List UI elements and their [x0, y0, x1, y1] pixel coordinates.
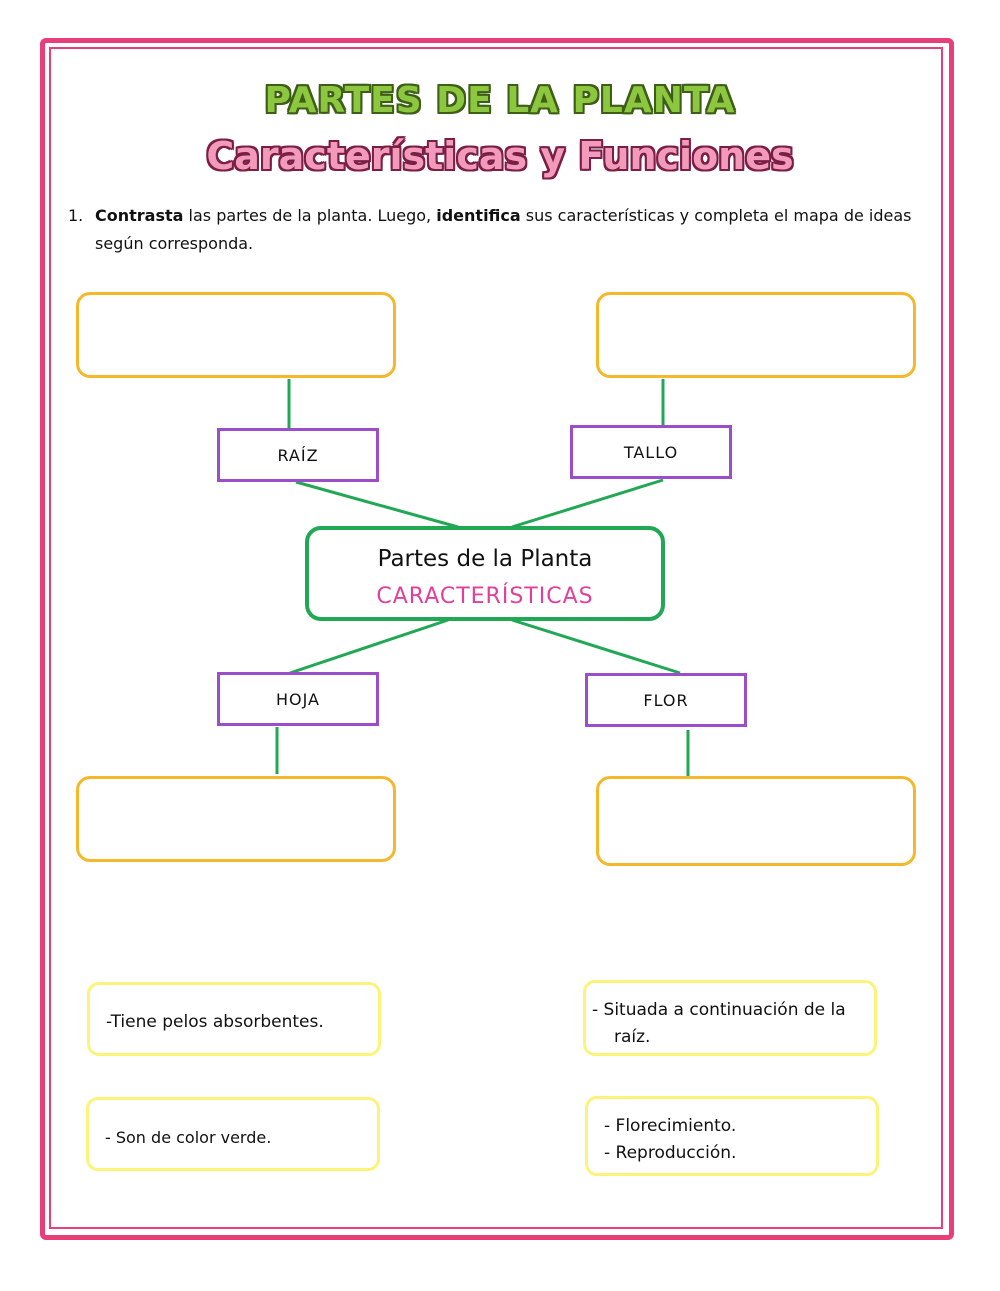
center-subtitle: CARACTERÍSTICAS: [376, 584, 594, 609]
card-4-text-line2: - Reproducción.: [604, 1143, 737, 1163]
connector-center-to-flower: [511, 618, 681, 675]
card-3-text: - Son de color verde.: [105, 1128, 272, 1147]
answer-box-flower[interactable]: [596, 776, 916, 866]
page-frame-outer: [40, 38, 954, 1240]
page-frame-inner: [49, 47, 943, 1229]
part-label-stem: TALLO: [570, 425, 732, 479]
draggable-card-4[interactable]: - Florecimiento. - Reproducción.: [585, 1096, 879, 1176]
draggable-card-2[interactable]: - Situada a continuación de la raíz.: [583, 980, 877, 1056]
instruction-verb-contrasta: Contrasta: [95, 206, 184, 225]
card-2-text-line2: raíz.: [614, 1027, 651, 1047]
connector-stem-to-center: [511, 478, 664, 529]
answer-box-stem[interactable]: [596, 292, 916, 378]
instruction-text-part1: las partes de la planta. Luego,: [183, 206, 437, 225]
worksheet-title: PARTES DE LA PLANTA: [264, 80, 736, 121]
part-label-root: RAÍZ: [217, 428, 379, 482]
instruction-text-part2: sus características y completa el mapa d…: [95, 206, 912, 253]
center-title: Partes de la Planta: [377, 546, 593, 572]
connector-root-to-center: [295, 480, 459, 529]
card-4-text-line1: - Florecimiento.: [604, 1116, 737, 1136]
card-1-text: -Tiene pelos absorbentes.: [106, 1012, 324, 1032]
center-concept-box: Partes de la Planta CARACTERÍSTICAS: [305, 526, 665, 621]
part-label-flower: FLOR: [585, 673, 747, 727]
instruction-text: Contrasta las partes de la planta. Luego…: [95, 202, 925, 258]
instruction-number: 1.: [68, 206, 84, 225]
card-2-text-line1: - Situada a continuación de la: [592, 1000, 846, 1020]
part-label-leaf: HOJA: [217, 672, 379, 726]
draggable-card-3[interactable]: - Son de color verde.: [86, 1097, 380, 1171]
draggable-card-1[interactable]: -Tiene pelos absorbentes.: [87, 982, 381, 1056]
answer-box-leaf[interactable]: [76, 776, 396, 862]
instruction-verb-identifica: identifica: [436, 206, 521, 225]
connector-center-to-leaf: [289, 618, 449, 675]
worksheet-subtitle: Características y Funciones: [206, 134, 794, 178]
answer-box-root[interactable]: [76, 292, 396, 378]
